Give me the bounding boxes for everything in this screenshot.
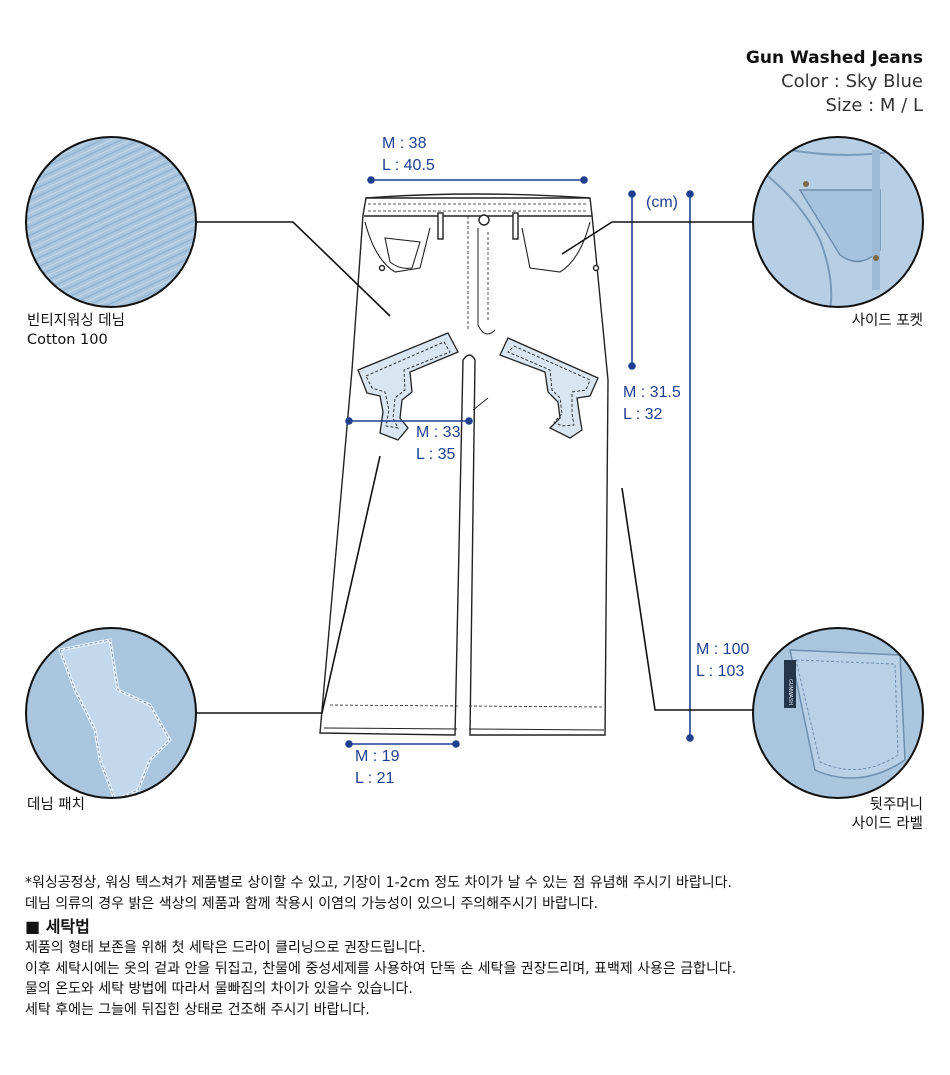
measure-lines [345,176,694,748]
product-name: Gun Washed Jeans [745,48,923,68]
patch-title: 데님 패치 [27,797,85,813]
rise-l: L : 32 [623,406,663,423]
wash-line-4: 세탁 후에는 그늘에 뒤집힌 상태로 건조해 주시기 바랍니다. [25,1001,370,1018]
back-pocket-line2: 사이드 라벨 [851,816,923,832]
thigh-measure: M : 33 L : 35 [416,422,460,466]
side-pocket-circle [752,136,924,308]
fabric-texture-circle [25,136,197,308]
thigh-l: L : 35 [416,446,456,463]
product-info: Gun Washed Jeans Color : Sky Blue Size :… [746,46,923,118]
back-pocket-line1: 뒷주머니 [869,797,923,813]
gun-patch-right [499,337,599,439]
jeans-outline [319,193,609,736]
back-pocket-label: 뒷주머니 사이드 라벨 [852,796,923,834]
rise-measure: M : 31.5 L : 32 [623,382,681,426]
wash-line-3: 물의 온도와 세탁 방법에 따라서 물빠짐의 차이가 있을수 있습니다. [25,981,413,997]
back-pocket-circle [752,627,924,799]
rise-m: M : 31.5 [623,384,681,401]
note-line-2: 데님 의류의 경우 밝은 색상의 제품과 함께 착용시 이염의 가능성이 있으니… [25,895,599,912]
hem-measure: M : 19 L : 21 [355,746,399,790]
unit-label: (cm) [646,194,678,211]
waist-l: L : 40.5 [382,157,435,174]
waist-m: M : 38 [382,135,427,152]
patch-circle [25,627,197,799]
side-pocket-title: 사이드 포켓 [851,313,923,329]
back-label-tag: GUNWASH [787,679,793,705]
callout-lines [196,221,755,714]
product-size: Size : M / L [825,95,923,116]
waist-measure: M : 38 L : 40.5 [382,133,435,177]
washing-title: ■ 세탁법 [25,917,90,936]
hem-m: M : 19 [355,748,400,765]
length-l: L : 103 [696,663,745,680]
wash-line-1: 제품의 형태 보존을 위해 첫 세탁은 드라이 클리닝으로 권장드립니다. [25,940,426,956]
thigh-m: M : 33 [416,424,461,441]
note-line-1: *워싱공정상, 워싱 텍스쳐가 제품별로 상이할 수 있고, 기장이 1-2cm… [25,875,732,891]
jeans-diagram [25,136,924,799]
fabric-label: 빈티지워싱 데님 Cotton 100 [27,312,125,350]
care-notes: *워싱공정상, 워싱 텍스쳐가 제품별로 상이할 수 있고, 기장이 1-2cm… [25,873,940,1020]
side-pocket-label: 사이드 포켓 [852,312,923,331]
gun-patch-left [357,332,459,441]
hem-l: L : 21 [355,770,395,787]
wash-line-2: 이후 세탁시에는 옷의 겉과 안을 뒤집고, 찬물에 중성세제를 사용하여 단독… [25,960,737,977]
fabric-sub: Cotton 100 [27,332,108,348]
fabric-title: 빈티지워싱 데님 [27,313,125,329]
patch-label: 데님 패치 [27,796,85,815]
length-m: M : 100 [696,641,750,658]
length-measure: M : 100 L : 103 [696,639,749,683]
product-color: Color : Sky Blue [781,71,923,92]
